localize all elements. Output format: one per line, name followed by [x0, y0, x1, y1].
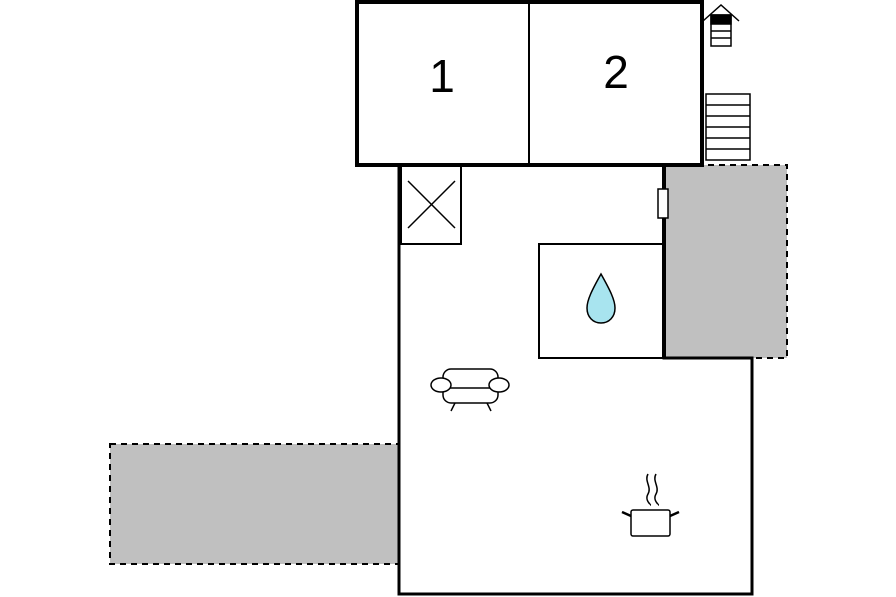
shaft-icon: [400, 165, 462, 245]
terrace-left: [109, 443, 400, 565]
room-label-2: 2: [603, 46, 629, 98]
terrace-right: [663, 164, 788, 359]
room-label-1: 1: [429, 50, 455, 102]
stairs-icon: [705, 93, 751, 161]
armchair-icon: [430, 368, 510, 412]
water-drop-icon: [586, 272, 616, 324]
door-marker: [657, 188, 669, 219]
cooking-pot-icon: [621, 473, 680, 537]
house-entrance-icon: [702, 3, 740, 47]
